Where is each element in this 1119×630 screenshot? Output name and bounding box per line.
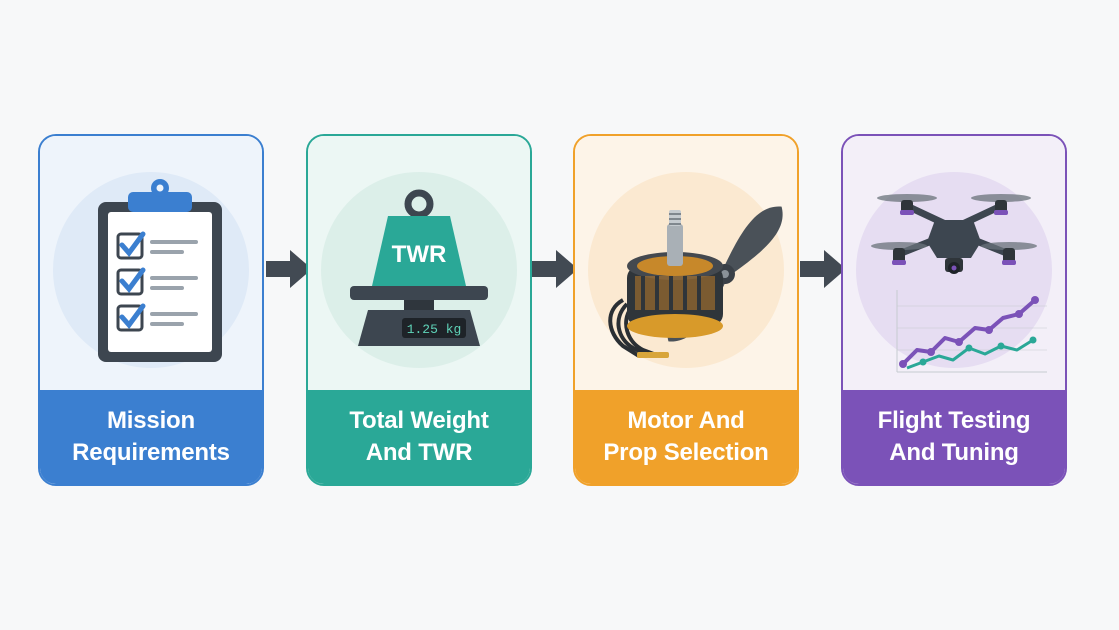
card-illustration-area	[40, 136, 262, 394]
card-label-bar: Mission Requirements	[40, 390, 262, 484]
card-label-bar: Flight Testing And Tuning	[843, 390, 1065, 484]
step-card-mission-requirements: Mission Requirements	[38, 134, 264, 486]
card-illustration-area: TWR 1.25 kg	[308, 136, 530, 394]
arrow-right-icon	[266, 250, 312, 288]
card-label-bar: Motor And Prop Selection	[575, 390, 797, 484]
weight-label: TWR	[392, 241, 447, 268]
motor-propeller-icon	[588, 172, 784, 368]
step-label: Motor And Prop Selection	[603, 407, 769, 466]
step-card-total-weight-and-twr: TWR 1.25 kg Total Weight And TWR	[306, 134, 532, 486]
scale-readout: 1.25 kg	[407, 322, 462, 337]
step-label: Total Weight And TWR	[349, 407, 489, 466]
step-card-flight-testing-and-tuning: Flight Testing And Tuning	[841, 134, 1067, 486]
arrow-right-icon	[532, 250, 578, 288]
card-illustration-area	[575, 136, 797, 394]
weight-scale-icon: TWR 1.25 kg	[321, 172, 517, 368]
step-card-motor-and-prop-selection: Motor And Prop Selection	[573, 134, 799, 486]
card-illustration-area	[843, 136, 1065, 394]
step-label: Mission Requirements	[72, 407, 230, 466]
drone-graph-icon	[856, 172, 1052, 373]
card-label-bar: Total Weight And TWR	[308, 390, 530, 484]
clipboard-checklist-icon	[53, 172, 249, 368]
step-label: Flight Testing And Tuning	[877, 407, 1031, 466]
arrow-right-icon	[800, 250, 846, 288]
